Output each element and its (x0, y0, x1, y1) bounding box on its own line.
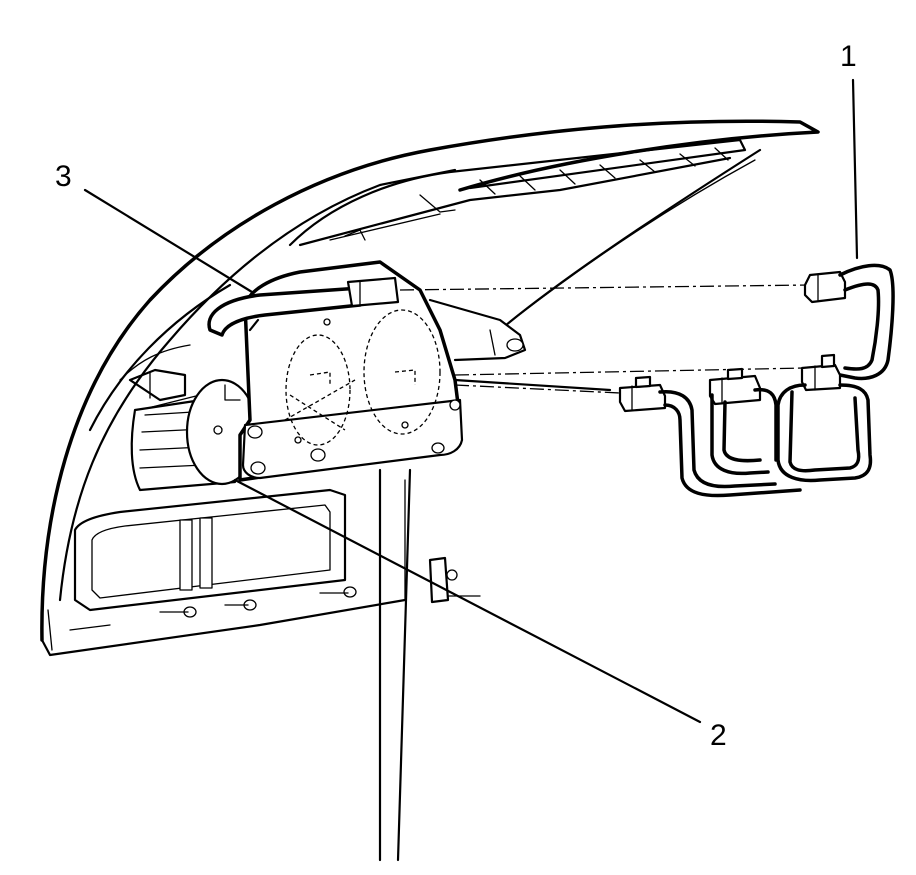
callout-3: 3 (55, 160, 72, 193)
leader-line-1 (851, 78, 859, 260)
leader-line-2 (233, 478, 702, 724)
callout-labels: 1 2 3 (55, 40, 857, 752)
airbag-module (207, 260, 527, 482)
inflator-cylinder (128, 368, 259, 492)
leader-lines (83, 78, 859, 724)
instrument-panel-shell (40, 119, 820, 657)
wiring-harness (399, 263, 895, 498)
callout-2: 2 (710, 719, 727, 752)
lower-panel-bracket (73, 468, 481, 862)
leader-line-3 (83, 188, 254, 294)
callout-1: 1 (840, 40, 857, 73)
